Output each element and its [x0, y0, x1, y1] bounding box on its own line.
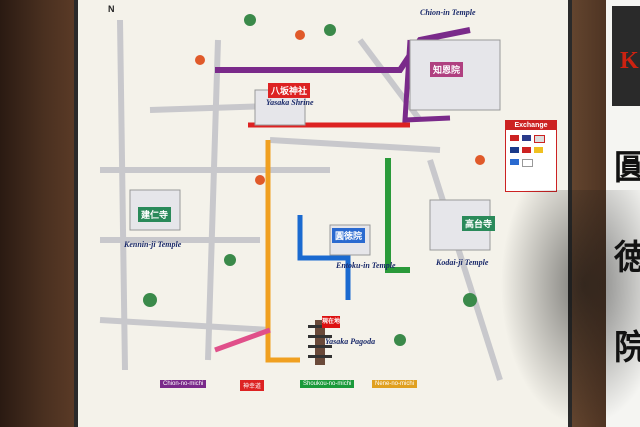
blue-route — [297, 215, 351, 300]
yasaka-pagoda-label: Yasaka Pagoda — [325, 337, 376, 346]
flag-icon — [510, 147, 519, 153]
green-route — [385, 158, 410, 273]
north-marker: N — [108, 4, 115, 14]
exchange-title: Exchange — [506, 121, 556, 130]
legend-red: 神幸道 — [240, 380, 265, 391]
flag-icon — [510, 135, 519, 141]
flag-icon — [534, 135, 545, 143]
chion-in-label: Chion-in Temple — [420, 8, 476, 17]
kodai-ji-en-label: Kodai-ji Temple — [436, 258, 489, 267]
chishakuin-label: 知恩院 — [430, 62, 464, 77]
tree-icons — [143, 14, 477, 346]
orange-route — [265, 140, 300, 363]
flag-icon — [522, 135, 531, 141]
side-sign-kanji-1: 圓 — [614, 148, 640, 188]
currency-exchange-panel: Exchange — [505, 120, 557, 192]
flag-icon — [510, 159, 519, 165]
flag-icon — [522, 147, 531, 153]
maple-icons — [195, 30, 485, 185]
legend-green: Shoukou-no-michi — [300, 380, 355, 388]
legend-orange: Nene-no-michi — [372, 380, 418, 388]
legend-purple: Chion-no-michi — [160, 380, 207, 388]
pink-route — [214, 327, 271, 353]
you-are-here-marker: 現在地 — [322, 316, 340, 328]
flag-icon — [534, 147, 543, 153]
yasaka-shrine-jp-label: 八坂神社 — [268, 83, 311, 98]
kennin-ji-en-label: Kennin-ji Temple — [124, 240, 182, 249]
side-sign-kanji-3: 院 — [614, 328, 640, 368]
yasaka-shrine-en-label: Yasaka Shrine — [266, 98, 314, 107]
side-sign-header — [612, 6, 640, 106]
side-sign-kanji-2: 徳 — [614, 238, 640, 278]
entoku-in-en-label: Entoku-in Temple — [336, 261, 396, 270]
purple-route-2 — [402, 39, 451, 123]
flag-icon — [522, 159, 533, 167]
yasaka-pagoda-icon — [308, 320, 332, 365]
side-sign-letter: K — [620, 48, 639, 74]
entoku-in-jp-label: 圓徳院 — [332, 228, 366, 243]
kennin-ji-jp-label: 建仁寺 — [138, 207, 172, 222]
wooden-frame-left — [0, 0, 74, 427]
kodai-ji-jp-label: 高台寺 — [462, 216, 496, 231]
